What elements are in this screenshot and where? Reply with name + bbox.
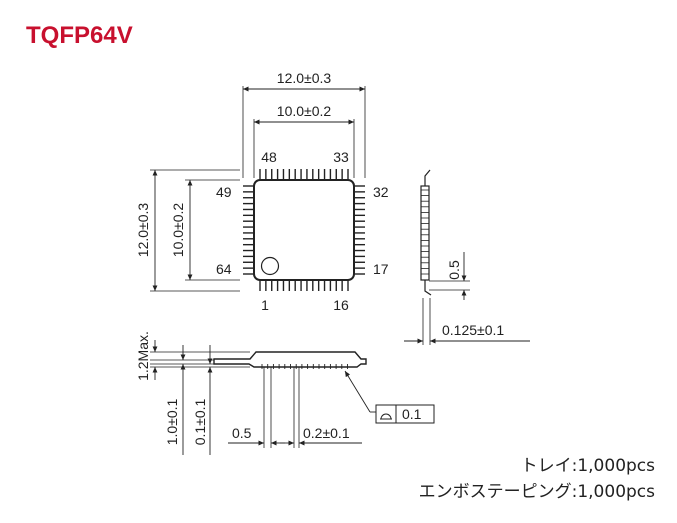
page-title: TQFP64V xyxy=(26,22,133,49)
inner-height-label: 10.0±0.2 xyxy=(170,203,186,258)
flatness-frame xyxy=(375,404,435,424)
right-side-view xyxy=(404,169,530,345)
lead-width-label: 0.2±0.1 xyxy=(303,425,350,441)
height-max-label: 1.2Max. xyxy=(135,331,151,381)
side-lead-ticks xyxy=(421,189,429,275)
bottom-pitch-label: 0.5 xyxy=(232,425,252,441)
side-body xyxy=(420,185,430,281)
side-pitch-label: 0.5 xyxy=(446,260,462,280)
bottom-side-view xyxy=(150,340,435,455)
outer-height-label: 12.0±0.3 xyxy=(135,203,151,258)
flatness-symbol xyxy=(380,413,392,420)
outer-width-label: 12.0±0.3 xyxy=(277,70,332,86)
top-view-labels: 12.0±0.3 10.0±0.2 12.0±0.3 10.0±0.2 48 3… xyxy=(135,70,389,313)
flatness-value: 0.1 xyxy=(402,406,422,422)
pin-label-49: 49 xyxy=(216,184,232,200)
pin-label-16: 16 xyxy=(333,297,349,313)
pin-label-17: 17 xyxy=(373,261,389,277)
tray-quantity: トレイ:1,000pcs xyxy=(520,456,655,476)
inner-width-label: 10.0±0.2 xyxy=(277,103,332,119)
package-body xyxy=(253,179,355,281)
pin-label-33: 33 xyxy=(333,149,349,165)
pin1-marker xyxy=(260,256,280,276)
pin-label-1: 1 xyxy=(261,297,269,313)
pin-label-32: 32 xyxy=(373,184,389,200)
emboss-tape-quantity: エンボステーピング:1,000pcs xyxy=(418,482,655,502)
standoff-label: 0.1±0.1 xyxy=(192,398,208,445)
pin-leads xyxy=(243,169,365,291)
bottom-lead-ticks xyxy=(261,364,348,369)
body-height-label: 1.0±0.1 xyxy=(164,398,180,445)
top-view xyxy=(150,86,366,292)
side-profile-body xyxy=(213,351,367,368)
side-thickness-label: 0.125±0.1 xyxy=(442,322,504,338)
pin-label-48: 48 xyxy=(261,149,277,165)
pin-label-64: 64 xyxy=(216,261,232,277)
